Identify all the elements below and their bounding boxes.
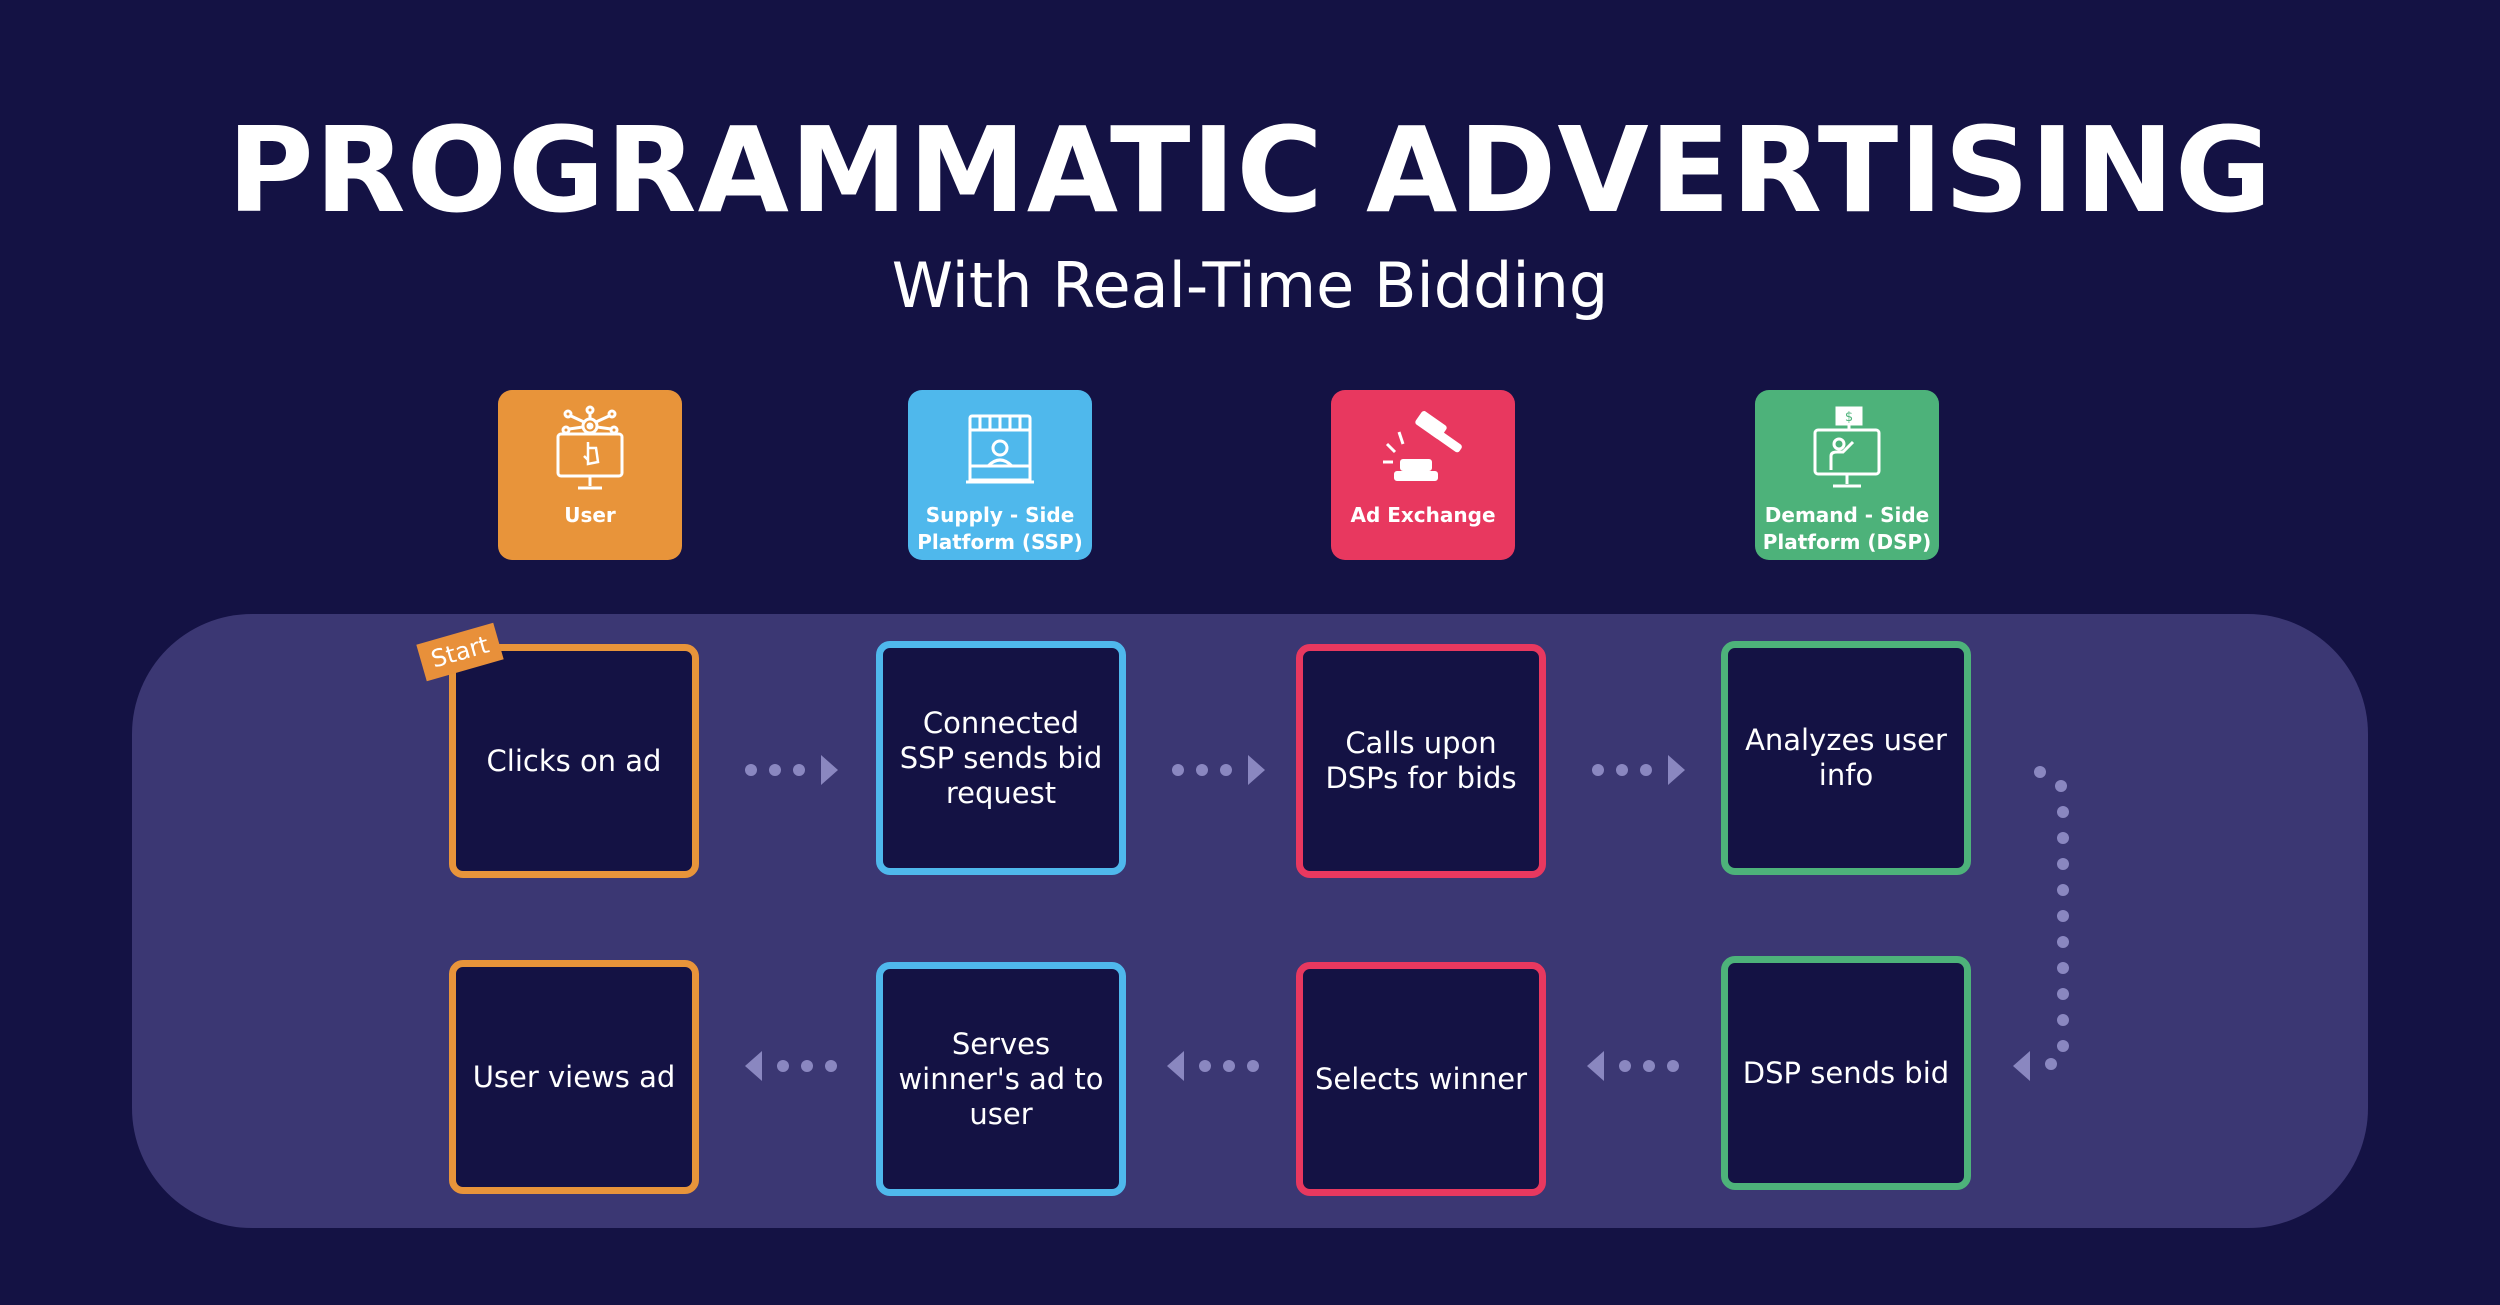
step-user-views-ad: User views ad (449, 960, 699, 1194)
actor-ssp: Supply - Side Platform (SSP) (908, 390, 1092, 560)
arrow-left-2 (1167, 1051, 1259, 1081)
step-dsp-sends-bid: DSP sends bid (1721, 956, 1971, 1190)
arrow-right-3 (1592, 755, 1685, 785)
monitor-network-icon (556, 405, 624, 490)
actor-user: User (498, 390, 682, 560)
arrow-right-1 (745, 755, 838, 785)
actor-ad-exchange: Ad Exchange (1331, 390, 1515, 560)
arrow-right-2 (1172, 755, 1265, 785)
step-analyzes-user-info: Analyzes user info (1721, 641, 1971, 875)
svg-text:$: $ (1845, 410, 1853, 425)
arrow-left-3 (745, 1051, 837, 1081)
gavel-icon (1383, 411, 1462, 481)
step-serves-winners-ad: Serves winner's ad to user (876, 962, 1126, 1196)
page-subtitle: With Real-Time Bidding (891, 249, 1609, 322)
actor-label: User (564, 503, 616, 527)
page-title: PROGRAMMATIC ADVERTISING (227, 101, 2273, 239)
arrow-left-1 (1587, 1051, 1679, 1081)
monitor-presenter-icon: $ (1813, 406, 1881, 488)
step-ssp-sends-bid-request: Connected SSP sends bid request (876, 641, 1126, 875)
actor-label: Demand - Side Platform (DSP) (1762, 503, 1932, 554)
actor-label: Ad Exchange (1350, 503, 1496, 527)
store-kiosk-icon (966, 414, 1034, 484)
step-selects-winner: Selects winner (1296, 962, 1546, 1196)
step-calls-upon-dsps: Calls upon DSPs for bids (1296, 644, 1546, 878)
step-clicks-on-ad: Clicks on ad (449, 644, 699, 878)
arrow-down-connector (2013, 766, 2069, 1081)
actor-dsp: $ Demand - Side Platform (DSP) (1755, 390, 1939, 560)
actor-label: Supply - Side Platform (SSP) (917, 503, 1083, 554)
